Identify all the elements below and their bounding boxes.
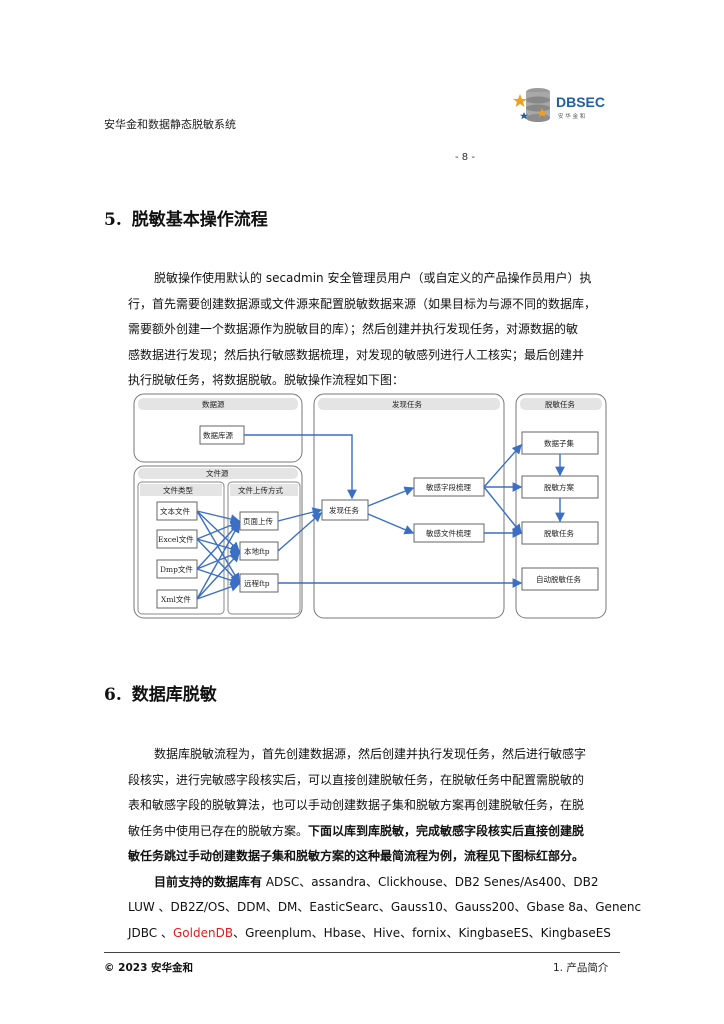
star-icon: [513, 94, 547, 120]
footer-copyright: © 2023 安华金和: [104, 962, 194, 974]
svg-text:远程ftp: 远程ftp: [244, 579, 270, 588]
col-filetype-label: 文件类型: [163, 485, 193, 495]
footer-chapter: 1. 产品简介: [553, 962, 609, 974]
footer-divider: [104, 952, 620, 953]
section-number: 6.: [104, 685, 122, 705]
logo-wordmark: DBSEC: [556, 94, 605, 110]
paragraph-line: 需要额外创建一个数据源作为脱敏目的库）；然后创建并执行发现任务，对源数据的敏: [128, 322, 579, 336]
paragraph-line: 敏任务中使用已存在的脱敏方案。下面以库到库脱敏，完成敏感字段核实后直接创建脱: [128, 823, 585, 838]
paragraph-line: 段核实，进行完敏感字段核实后，可以直接创建脱敏任务，在脱敏任务中配置需脱敏的: [128, 772, 585, 787]
header-doc-title: 安华金和数据静态脱敏系统: [104, 118, 236, 131]
svg-text:数据子集: 数据子集: [544, 438, 574, 448]
col-upload-label: 文件上传方式: [238, 485, 283, 495]
paragraph-line: 数据库脱敏流程为，首先创建数据源，然后创建并执行发现任务，然后进行敏感字: [154, 747, 587, 761]
svg-text:本地ftp: 本地ftp: [244, 546, 270, 556]
svg-text:Xml文件: Xml文件: [161, 594, 191, 604]
svg-text:文本文件: 文本文件: [160, 506, 190, 516]
svg-text:数据库源: 数据库源: [203, 430, 233, 440]
svg-text:脱敏任务: 脱敏任务: [544, 528, 574, 538]
section-6-paragraph: 数据库脱敏流程为，首先创建数据源，然后创建并执行发现任务，然后进行敏感字 段核实…: [128, 742, 642, 946]
paragraph-line: 脱敏操作使用默认的 secadmin 安全管理员用户（或自定义的产品操作员用户）…: [154, 271, 592, 285]
panel-masking-label: 脱敏任务: [545, 399, 575, 409]
flow-arrows: [196, 434, 565, 600]
panel-discovery: [313, 393, 505, 619]
paragraph-line: JDBC 、GoldenDB、Greenplum、Hbase、Hive、forn…: [128, 925, 611, 940]
paragraph-line: 行，首先需要创建数据源或文件源来配置脱敏数据来源（如果目标为与源不同的数据库，: [128, 296, 597, 311]
upload-method-list: 页面上传 本地ftp 远程ftp: [239, 511, 279, 593]
paragraph-line: 表和敏感字段的脱敏算法，也可以手动创建数据子集和脱敏方案再创建脱敏任务，在脱: [128, 798, 585, 812]
svg-text:Excel文件: Excel文件: [158, 534, 194, 544]
section-5-heading: 5. 脱敏基本操作流程: [104, 205, 268, 230]
svg-text:Dmp文件: Dmp文件: [160, 564, 193, 574]
group-filesource-label: 文件源: [206, 468, 229, 478]
svg-text:敏感文件梳理: 敏感文件梳理: [426, 528, 471, 538]
svg-text:敏感字段梳理: 敏感字段梳理: [426, 482, 471, 492]
paragraph-line: 执行脱敏任务，将数据脱敏。脱敏操作流程如下图：: [128, 373, 405, 387]
svg-text:发现任务: 发现任务: [329, 505, 359, 515]
section-6-heading: 6. 数据库脱敏: [104, 680, 217, 705]
svg-text:页面上传: 页面上传: [243, 516, 273, 526]
highlighted-database: GoldenDB: [173, 925, 234, 940]
masking-flow-diagram: 数据源 文件源 文件类型 文件上传方式 发现任务 脱敏任务 数据库源 文本文件 …: [130, 392, 610, 622]
panel-datasource-label: 数据源: [202, 399, 225, 409]
svg-text:脱敏方案: 脱敏方案: [544, 482, 574, 492]
section-number: 5.: [104, 210, 122, 230]
logo-subtitle: 安 华 金 和: [558, 112, 585, 120]
paragraph-line: LUW 、DB2Z/OS、DDM、DM、EasticSearc、Gauss10、…: [128, 900, 642, 914]
section-5-paragraph: 脱敏操作使用默认的 secadmin 安全管理员用户（或自定义的产品操作员用户）…: [128, 266, 620, 394]
paragraph-line: 目前支持的数据库有 ADSC、assandra、Clickhouse、DB2 S…: [154, 874, 599, 889]
section-title: 脱敏基本操作流程: [131, 210, 268, 230]
paragraph-line: 感数据进行发现；然后执行敏感数据梳理，对发现的敏感列进行人工核实；最后创建并: [128, 347, 585, 362]
bold-emphasis: 目前支持的数据库有: [154, 874, 263, 889]
database-stack-icon: [526, 88, 550, 122]
page-number: - 8 -: [455, 152, 475, 163]
svg-text:自动脱敏任务: 自动脱敏任务: [536, 574, 581, 584]
bold-emphasis: 下面以库到库脱敏，完成敏感字段核实后直接创建脱: [308, 823, 585, 838]
section-title: 数据库脱敏: [131, 685, 217, 705]
company-logo: DBSEC 安 华 金 和: [512, 86, 622, 126]
paragraph-line: 敏任务跳过手动创建数据子集和脱敏方案的这种最简流程为例，流程见下图标红部分。: [128, 849, 585, 863]
panel-discovery-label: 发现任务: [392, 399, 422, 409]
